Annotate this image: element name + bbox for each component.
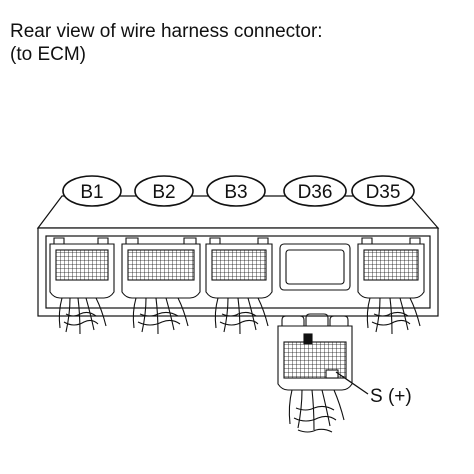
connector-b1 (49, 237, 115, 335)
connector-label-b2-text: B2 (152, 182, 175, 203)
connector-label-b3-text: B3 (224, 182, 247, 203)
connector-label-d36-text: D36 (298, 182, 333, 203)
wire-bundle-d35 (366, 297, 421, 335)
wire-bundle-b1 (58, 297, 107, 335)
wire-bundle-detached (288, 389, 345, 433)
probe-leader-line (335, 371, 369, 395)
connector-label-d35: D35 (351, 175, 415, 207)
connector-label-b1-text: B1 (80, 182, 103, 203)
connector-label-b1: B1 (62, 175, 122, 207)
detached-connector-d36 (277, 313, 353, 433)
caption-line-2: (to ECM) (10, 44, 86, 65)
connector-label-b3: B3 (206, 175, 266, 207)
diagram-caption: Rear view of wire harness connector: (to… (10, 20, 323, 66)
connector-d36-socket (279, 243, 351, 291)
connector-labels: B1 B2 B3 D36 D35 (62, 175, 415, 207)
connector-d35 (357, 237, 425, 335)
connector-b3 (205, 237, 273, 335)
wire-bundle-b3 (214, 297, 269, 335)
probe-terminal-label: S (+) (370, 386, 412, 407)
connector-label-d35-text: D35 (366, 182, 401, 203)
connector-label-d36: D36 (283, 175, 347, 207)
connector-b2 (121, 237, 201, 335)
wire-bundle-b2 (132, 297, 189, 335)
connector-label-b2: B2 (134, 175, 194, 207)
caption-line-1: Rear view of wire harness connector: (10, 21, 323, 42)
